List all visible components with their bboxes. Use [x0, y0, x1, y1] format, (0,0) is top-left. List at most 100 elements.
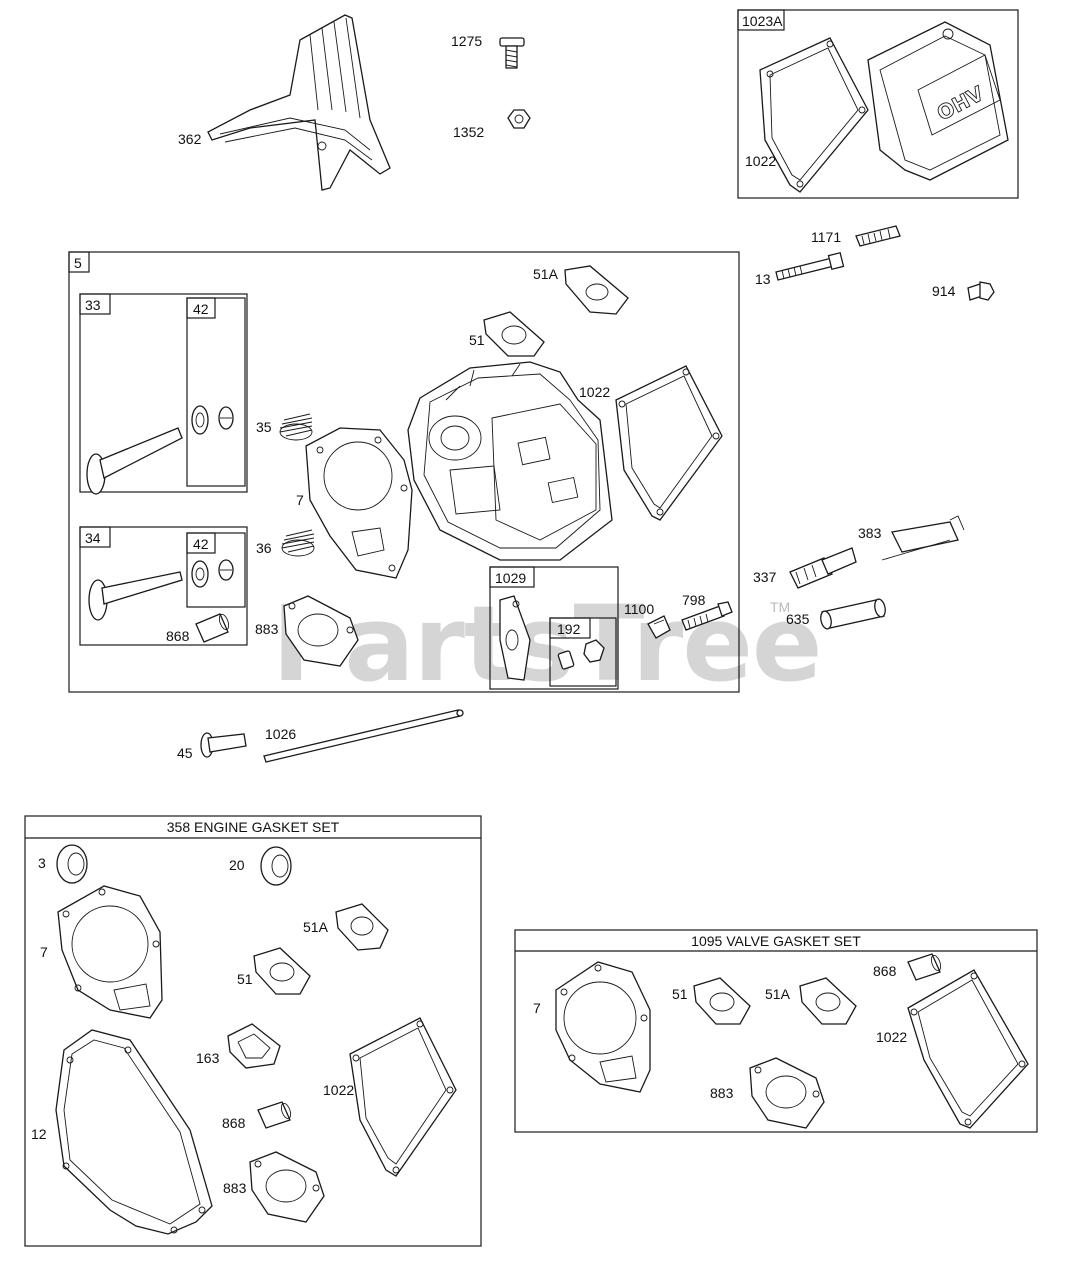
kit-tag-1029-text: 1029: [495, 570, 526, 586]
valve-seal-part-e868[interactable]: [257, 1101, 292, 1129]
intake-gasket-part-e51A[interactable]: [335, 903, 389, 951]
valve-cover-gasket-part[interactable]: [759, 37, 869, 193]
label-383: 383: [858, 525, 882, 541]
label-e51: 51: [237, 971, 253, 987]
kit-tag-42a-text: 42: [193, 301, 209, 317]
kit-tag-33-text: 33: [85, 297, 101, 313]
head-gasket-part-7[interactable]: [305, 427, 413, 579]
guide-plate-part-1100[interactable]: [647, 615, 671, 639]
oil-seal-part-20[interactable]: [260, 846, 292, 886]
intake-gasket-part-v51A[interactable]: [799, 977, 857, 1025]
valve-seal-part-868-head[interactable]: [195, 613, 230, 643]
spacer-gasket-part-883[interactable]: [283, 595, 359, 667]
cylinder-head-part[interactable]: [407, 361, 613, 561]
spacer-part-635[interactable]: [819, 598, 887, 630]
valve-retainer-part-42b[interactable]: [191, 559, 234, 588]
kit-box-42b: [186, 532, 246, 608]
kit-tag-42b: [186, 532, 216, 554]
kit-box-1029: [489, 566, 619, 690]
kit-tag-1023A: [737, 9, 785, 31]
label-36: 36: [256, 540, 272, 556]
intake-valve-part-34[interactable]: [88, 571, 183, 621]
label-e20: 20: [229, 857, 245, 873]
valve-cover-part[interactable]: OHV: [867, 21, 1009, 181]
label-868-head: 868: [166, 628, 190, 644]
air-guide-part[interactable]: [207, 14, 391, 191]
nut-part-1352[interactable]: [507, 109, 531, 129]
valve-spring-part-35[interactable]: [279, 413, 313, 441]
label-1100: 1100: [624, 601, 654, 617]
label-v51A: 51A: [765, 986, 791, 1002]
rocker-arm-part-1029[interactable]: [499, 595, 531, 681]
label-v7: 7: [533, 1000, 541, 1016]
kit-tag-42a: [186, 297, 216, 319]
label-635: 635: [786, 611, 810, 627]
stud-part-1171[interactable]: [855, 225, 901, 247]
label-e3: 3: [38, 855, 46, 871]
label-914: 914: [932, 283, 956, 299]
oil-seal-part-3[interactable]: [56, 844, 88, 884]
kit-tag-1029: [489, 566, 535, 588]
kit-tag-1023A-text: 1023A: [742, 13, 783, 29]
engine-gasket-set-title: 358 ENGINE GASKET SET: [167, 819, 340, 835]
rocker-stud-part-798[interactable]: [681, 601, 733, 631]
label-v883: 883: [710, 1085, 734, 1101]
intake-gasket-part-51[interactable]: [483, 311, 545, 357]
intake-gasket-part-e51[interactable]: [253, 947, 311, 995]
label-51-head: 51: [469, 332, 485, 348]
label-362: 362: [178, 131, 202, 147]
kit-box-34: [79, 526, 248, 646]
label-45: 45: [177, 745, 193, 761]
bolt-part-13[interactable]: [775, 251, 845, 281]
head-gasket-part-e7[interactable]: [57, 885, 163, 1019]
spark-plug-boot-part-383[interactable]: [881, 515, 965, 561]
intake-gasket-part-51A[interactable]: [564, 265, 629, 315]
label-v51: 51: [672, 986, 688, 1002]
crankcase-gasket-part-12[interactable]: [55, 1029, 213, 1235]
kit-box-5: [68, 251, 740, 693]
valve-spring-part-36[interactable]: [281, 529, 315, 557]
kit-tag-5-text: 5: [74, 255, 82, 271]
spark-plug-part-337[interactable]: [789, 547, 857, 589]
label-337: 337: [753, 569, 777, 585]
head-gasket-part-v7[interactable]: [555, 961, 651, 1093]
push-rod-part-1026[interactable]: [263, 709, 464, 763]
kit-tag-34-text: 34: [85, 530, 101, 546]
label-798: 798: [682, 592, 706, 608]
label-e12: 12: [31, 1126, 47, 1142]
exhaust-valve-part-33[interactable]: [86, 427, 183, 495]
label-e1022: 1022: [323, 1082, 354, 1098]
label-e868: 868: [222, 1115, 246, 1131]
intake-gasket-part-v51[interactable]: [693, 977, 751, 1025]
tappet-part-45[interactable]: [200, 732, 247, 758]
valve-seal-part-v868[interactable]: [907, 953, 942, 981]
gasket-part-163[interactable]: [227, 1023, 281, 1069]
kit-box-33: [79, 293, 248, 493]
engine-gasket-set-box: [24, 815, 482, 1247]
kit-tag-33: [79, 293, 111, 315]
rocker-stud-part-192[interactable]: [557, 639, 605, 670]
watermark-tm: TM: [770, 599, 790, 615]
spacer-gasket-part-e883[interactable]: [249, 1151, 325, 1223]
rocker-cover-gasket-part[interactable]: [615, 365, 723, 521]
label-e163: 163: [196, 1050, 220, 1066]
label-13: 13: [755, 271, 771, 287]
valve-retainer-part-42a[interactable]: [191, 405, 234, 435]
label-e51A: 51A: [303, 919, 329, 935]
screw-part-914[interactable]: [967, 281, 995, 301]
label-e883: 883: [223, 1180, 247, 1196]
label-1275: 1275: [451, 33, 482, 49]
label-1026: 1026: [265, 726, 296, 742]
kit-tag-34: [79, 526, 111, 548]
rocker-cover-gasket-part-v1022[interactable]: [907, 969, 1029, 1129]
label-v1022: 1022: [876, 1029, 907, 1045]
kit-box-1023A: [737, 9, 1019, 199]
kit-tag-192-text: 192: [557, 621, 581, 637]
kit-box-192-frame: [549, 617, 617, 687]
label-883-head: 883: [255, 621, 279, 637]
spacer-gasket-part-v883[interactable]: [749, 1057, 825, 1129]
screw-part-1275[interactable]: [499, 37, 525, 69]
rocker-cover-gasket-part-e1022[interactable]: [349, 1017, 457, 1177]
label-e7: 7: [40, 944, 48, 960]
